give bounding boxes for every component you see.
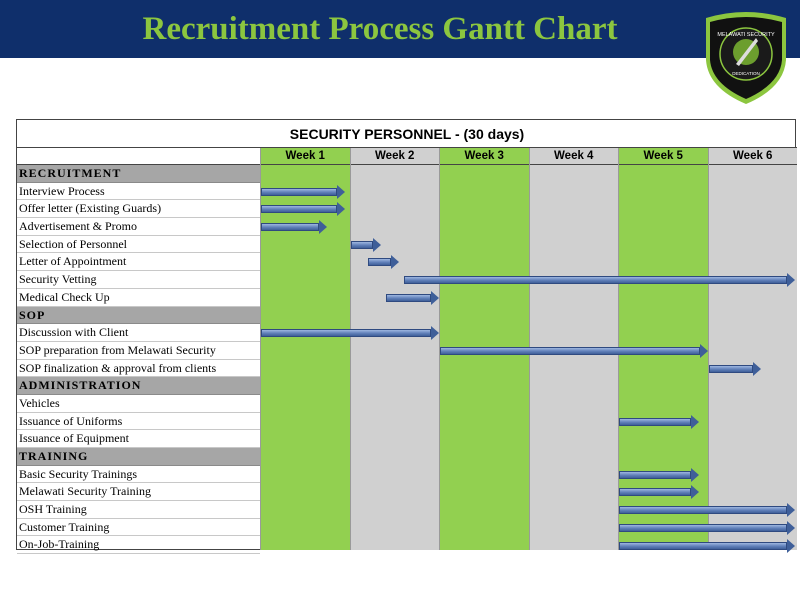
- page-title: Recruitment Process Gantt Chart: [142, 11, 618, 47]
- task-label: OSH Training: [17, 501, 260, 519]
- task-bar: [350, 237, 382, 252]
- task-bar: [619, 520, 795, 535]
- week-header: Week 3: [440, 148, 529, 165]
- task-label: Medical Check Up: [17, 289, 260, 307]
- week-column-1: Week 1: [260, 148, 350, 550]
- task-bar: [261, 202, 346, 217]
- week-column-6: Week 6: [707, 148, 797, 550]
- week-header: Week 1: [261, 148, 350, 165]
- section-header: ADMINISTRATION: [17, 377, 260, 395]
- task-bar: [619, 503, 795, 518]
- task-label: Vehicles: [17, 395, 260, 413]
- task-label: Security Vetting: [17, 271, 260, 289]
- task-bar: [368, 255, 400, 270]
- task-bar: [619, 538, 795, 553]
- task-bar: [619, 414, 699, 429]
- task-label: Selection of Personnel: [17, 236, 260, 254]
- task-bar: [404, 273, 795, 288]
- security-badge-logo: MELAWATI SECURITY DEDICATION: [706, 12, 786, 104]
- section-header: SOP: [17, 306, 260, 325]
- title-banner: Recruitment Process Gantt Chart: [0, 0, 800, 58]
- svg-text:DEDICATION: DEDICATION: [732, 71, 759, 76]
- week-header: Week 2: [350, 148, 439, 165]
- task-label: Issuance of Uniforms: [17, 413, 260, 431]
- week-header: Week 5: [619, 148, 708, 165]
- gantt-chart: SECURITY PERSONNEL - (30 days) RECRUITME…: [16, 119, 797, 555]
- task-bar: [440, 343, 707, 358]
- task-bar: [261, 326, 439, 341]
- week-column-2: Week 2: [349, 148, 439, 550]
- task-bar: [708, 361, 761, 376]
- task-label: On-Job-Training: [17, 536, 260, 555]
- task-label: Advertisement & Promo: [17, 218, 260, 236]
- task-label: Customer Training: [17, 519, 260, 537]
- task-bar: [619, 485, 699, 500]
- task-label: Melawati Security Training: [17, 483, 260, 502]
- task-label: Offer letter (Existing Guards): [17, 200, 260, 219]
- svg-text:MELAWATI SECURITY: MELAWATI SECURITY: [717, 32, 775, 38]
- task-label: SOP preparation from Melawati Security: [17, 342, 260, 360]
- task-bars: [260, 148, 797, 553]
- task-bar: [386, 290, 439, 305]
- task-bar: [619, 467, 699, 482]
- task-label: Letter of Appointment: [17, 253, 260, 272]
- task-label: Basic Security Trainings: [17, 466, 260, 484]
- task-label: Issuance of Equipment: [17, 430, 260, 448]
- week-header: Week 6: [708, 148, 797, 165]
- task-label: Discussion with Client: [17, 324, 260, 342]
- week-header: Week 4: [529, 148, 618, 165]
- section-header: RECRUITMENT: [17, 165, 260, 183]
- chart-title: SECURITY PERSONNEL - (30 days): [17, 120, 797, 148]
- task-label: Interview Process: [17, 183, 260, 201]
- task-bar: [261, 184, 346, 199]
- task-bar: [261, 219, 328, 234]
- header-blank-cell: [17, 148, 260, 165]
- section-header: TRAINING: [17, 448, 260, 466]
- task-label: SOP finalization & approval from clients: [17, 360, 260, 378]
